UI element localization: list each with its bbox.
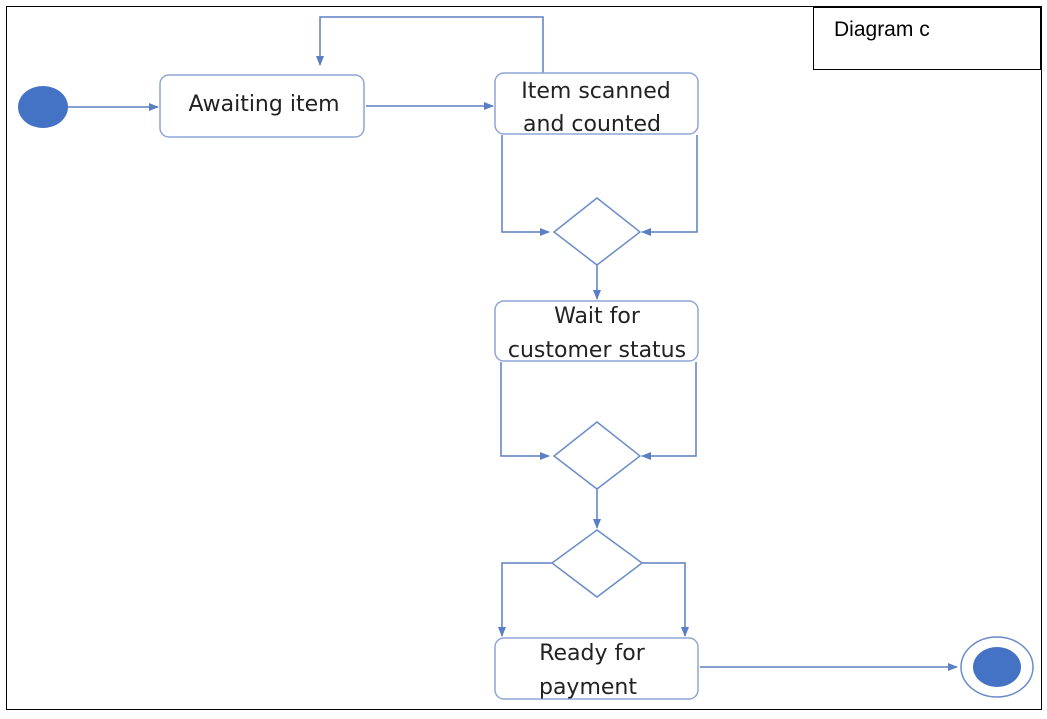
transition-wait-to-decision-2-left	[500, 362, 550, 460]
state-wait-label-line1: Wait for	[554, 304, 641, 329]
state-item-scanned-label-line1: Item scanned	[521, 79, 671, 104]
diagram-title: Diagram c	[834, 18, 930, 41]
state-item-scanned-label-line2: and counted	[523, 112, 661, 137]
state-wait-label-line2: customer status	[508, 338, 686, 363]
decision-node-3	[550, 529, 644, 598]
transition-scanned-to-decision-1-left	[501, 135, 550, 236]
diagram-frame	[6, 6, 1042, 710]
decision-node-2	[552, 421, 642, 490]
state-ready-for-payment	[494, 637, 699, 700]
state-item-scanned	[494, 72, 699, 135]
transition-wait-to-decision-2-right	[641, 362, 697, 460]
final-node	[973, 647, 1021, 687]
diagram-title-box: Diagram c	[813, 7, 1041, 70]
transition-scanned-loop-back	[316, 16, 544, 73]
state-awaiting-item-label: Awaiting item	[188, 92, 339, 117]
decision-node-1	[552, 197, 642, 266]
transition-scanned-to-decision-1-right	[641, 135, 698, 236]
state-ready-label-line1: Ready for	[539, 641, 645, 666]
initial-node	[18, 86, 68, 128]
state-awaiting-item	[159, 74, 365, 138]
transition-decision-3-to-ready-left	[498, 562, 552, 637]
transition-decision-3-to-ready-right	[642, 562, 689, 637]
state-ready-label-line2: payment	[539, 675, 637, 700]
state-wait-for-customer-status	[494, 300, 699, 362]
